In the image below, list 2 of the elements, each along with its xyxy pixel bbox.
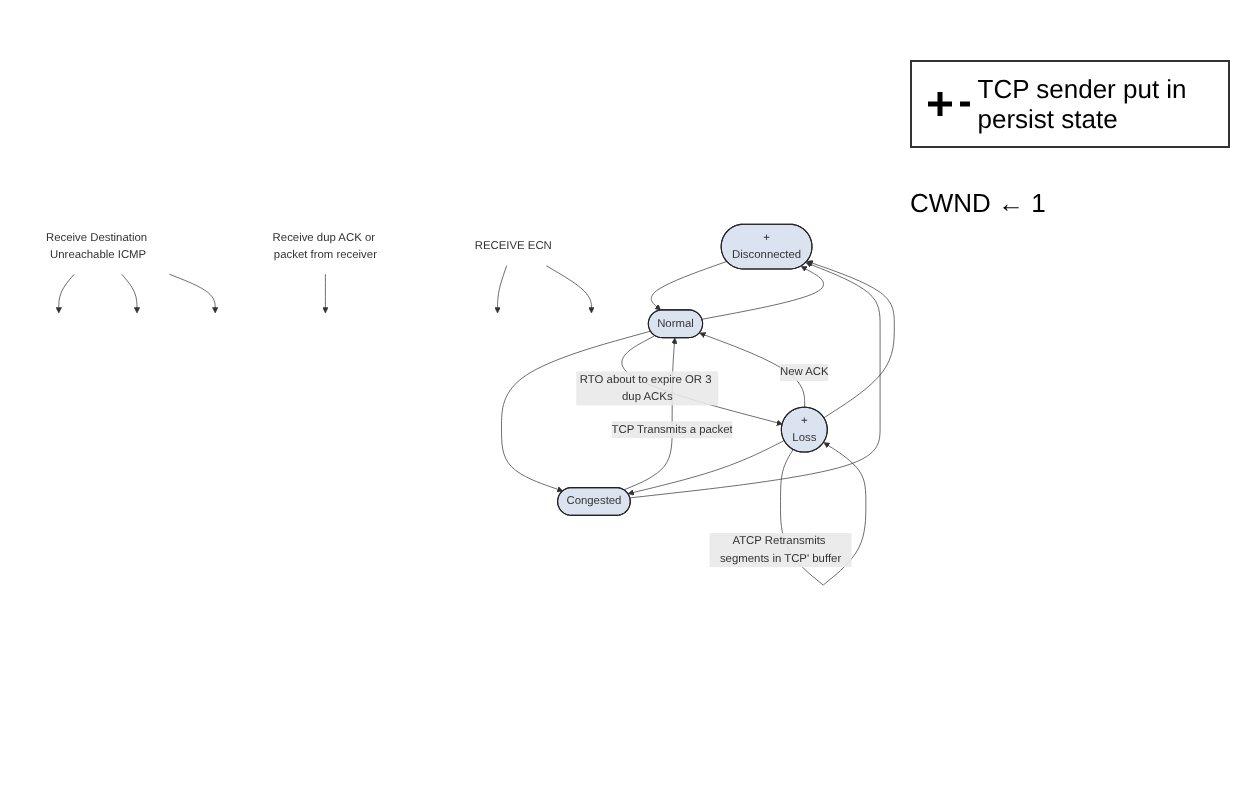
legend-text: TCP sender put in persist state	[977, 74, 1189, 134]
note-text: CWND ← 1	[910, 188, 1048, 218]
